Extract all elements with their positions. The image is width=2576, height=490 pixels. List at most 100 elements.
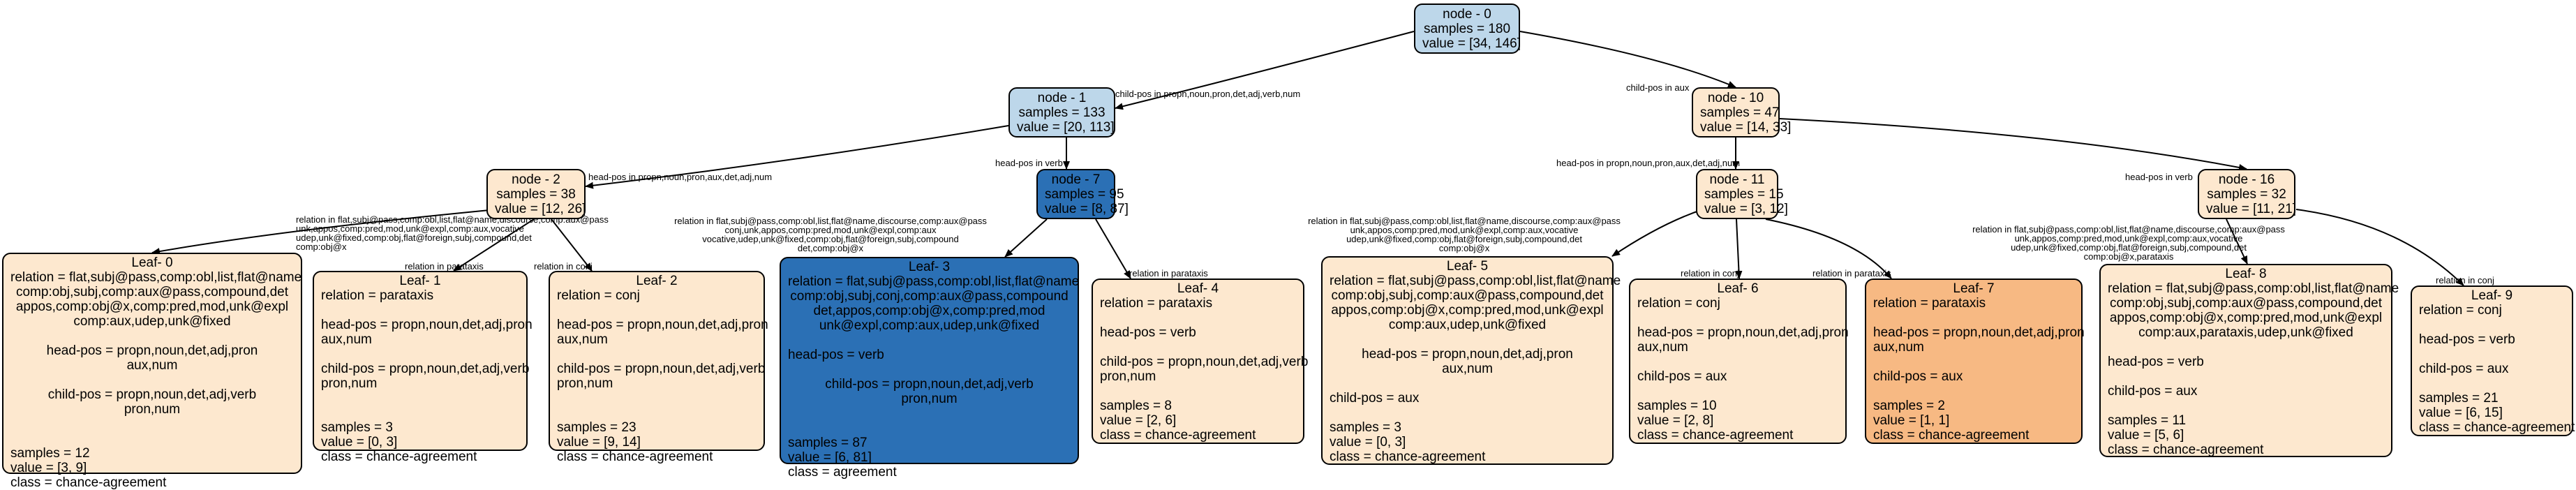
node-text-line: aux,num [1873,340,1924,355]
edge-e16_l8 [2226,218,2248,265]
node-text-line [2419,347,2565,362]
node-text-line [788,333,1071,348]
edge-e11_l5 [1611,209,1704,257]
edge-label: relation in parataxis [1129,268,1208,279]
node-text-line: class = chance-agreement [1873,428,2030,443]
node-text-line: value = [0, 3] [321,435,398,450]
node-text-line [2419,376,2565,391]
node-title: Leaf- 6 [1717,281,1759,296]
node-text-line: comp:aux,udep,unk@fixed [1388,318,1547,332]
node-text-line: head-pos = verb [788,348,884,362]
node-text-line: value = [0, 3] [1330,435,1406,450]
node-text-line: comp:aux,parataxis,udep,unk@fixed [2138,325,2353,340]
node-text-line: samples = 12 [10,446,90,461]
node-text-line: class = chance-agreement [2108,443,2264,457]
edge-label: udep,unk@fixed,comp:obj,flat@foreign,sub… [1346,234,1582,244]
node-text-line: head-pos = verb [1100,325,1196,340]
node-text-line [2108,369,2384,384]
node-title: node - 1 [1037,91,1087,105]
edge-label: head-pos in verb [995,158,1063,168]
node-text-line: value = [9, 14] [557,435,641,450]
node-text-line: class = agreement [788,465,897,480]
node-title: Leaf- 3 [908,260,951,274]
node-text-line: value = [20, 113] [1017,120,1115,135]
node-text-line: class = chance-agreement [1637,428,1794,443]
node-text-line: comp:obj,subj,comp:aux@pass,compound,det [2109,296,2382,311]
node-text-line: head-pos = verb [2108,355,2204,369]
node-text-line: pron,num [1100,369,1156,384]
edge-label: relation in flat,subj@pass,comp:obl,list… [1972,224,2285,235]
node-text-line: child-pos = propn,noun,det,adj,verb [47,387,257,402]
node-text-line: relation = flat,subj@pass,comp:obl,list,… [788,274,1080,289]
node-title: node - 11 [1709,172,1765,187]
node-text-line: class = chance-agreement [1100,428,1256,443]
node-text-line: appos,comp:obj@x,comp:pred,mod,unk@expl [1331,303,1604,318]
node-text-line: child-pos = aux [1873,369,1963,384]
node-text-line: value = [14, 33] [1700,120,1792,135]
node-text-line: child-pos = propn,noun,det,adj,verb [321,362,530,376]
node-text-line: aux,num [1442,362,1493,376]
node-text-line: relation = flat,subj@pass,comp:obl,list,… [1330,274,1621,288]
node-text-line [1637,355,1838,369]
node-title: Leaf- 7 [1953,281,1995,296]
node-text-line: child-pos = aux [1637,369,1727,384]
edge-label: udep,unk@fixed,comp:obj,flat@foreign,sub… [2011,242,2247,253]
node-text-line [1873,384,2074,399]
node-text-line [557,347,757,362]
edge-e11_l7 [1765,218,1892,279]
node-title: node - 16 [2218,172,2275,187]
node-text-line: samples = 2 [1873,399,1945,413]
edge-e2_l2 [551,218,593,272]
edge-label: relation in parataxis [405,261,484,272]
node-text-line: value = [3, 9] [10,461,87,475]
edge-label: unk,appos,comp:pred,mod,unk@expl,comp:au… [296,223,524,234]
node-text-line: relation = parataxis [1873,296,1986,311]
node-text-line: appos,comp:obj@x,comp:pred,mod,unk@expl [2109,311,2383,325]
edge-label: relation in conj [2436,275,2494,285]
node-title: Leaf- 1 [399,274,441,288]
node-text-line: child-pos = propn,noun,det,adj,verb [825,377,1034,392]
node-text-line: det,appos,comp:obj@x,comp:pred,mod [813,304,1045,318]
node-title: node - 0 [1443,7,1491,22]
node-title: Leaf- 0 [131,255,173,270]
node-text-line [788,421,1071,436]
node-text-line: value = [34, 146] [1422,36,1521,51]
edge-label: comp:obj@x,parataxis [2084,251,2174,262]
node-text-line [321,406,519,420]
node-title: node - 7 [1051,172,1101,187]
node-text-line: head-pos = propn,noun,det,adj,pron [1362,347,1573,362]
node-text-line: samples = 180 [1423,22,1511,36]
node-text-line: value = [12, 26] [495,202,586,216]
node-text-line: value = [2, 8] [1637,413,1714,428]
node-text-line: relation = parataxis [1100,296,1213,311]
edge-label: comp:obj@x [1439,243,1490,253]
node-text-line: relation = flat,subj@pass,comp:obl,list,… [10,270,302,285]
node-text-line [1873,355,2074,369]
node-text-line: samples = 15 [1704,187,1784,202]
edge-label: child-pos in propn,noun,pron,det,adj,ver… [1115,89,1300,99]
edge-label: relation in conj [534,261,593,272]
node-text-line: samples = 38 [496,187,576,202]
node-text-line: samples = 8 [1100,399,1172,413]
edge-e16_l9 [2295,209,2464,286]
node-text-line: appos,comp:obj@x,comp:pred,mod,unk@expl [15,299,289,314]
node-text-line: value = [1, 1] [1873,413,1950,428]
node-text-line: samples = 133 [1018,105,1105,120]
node-text-line [321,347,519,362]
node-text-line: aux,num [1637,340,1688,355]
node-text-line: comp:obj,subj,conj,comp:aux@pass,compoun… [790,289,1069,304]
node-text-line: samples = 87 [788,436,868,450]
node-text-line: value = [8, 87] [1045,202,1129,216]
node-text-line [788,362,1071,377]
node-text-line: samples = 11 [2108,413,2187,428]
node-text-line: head-pos = propn,noun,det,adj,pron [321,318,533,332]
node-text-line: relation = flat,subj@pass,comp:obl,list,… [2108,281,2399,296]
node-text-line: pron,num [557,376,613,391]
